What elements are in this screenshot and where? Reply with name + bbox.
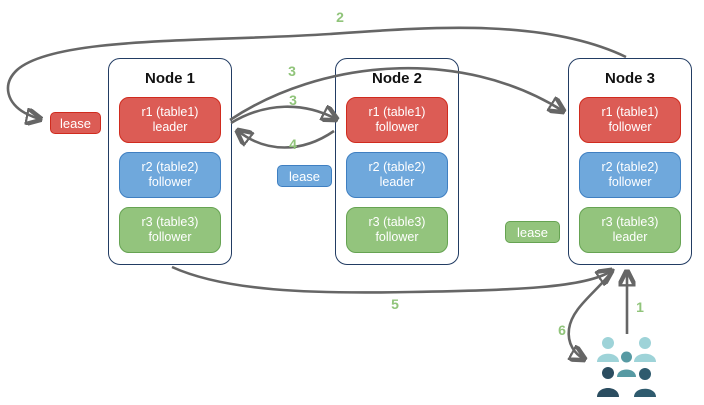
step-label-3b: 3 bbox=[289, 92, 297, 108]
replica-name: r2 (table2) bbox=[368, 160, 426, 174]
replica-role: follower bbox=[608, 175, 652, 189]
node-1-replica-r2: r2 (table2) follower bbox=[119, 152, 221, 198]
replica-name: r3 (table3) bbox=[601, 215, 659, 229]
step-label-4: 4 bbox=[289, 136, 297, 152]
replica-role: leader bbox=[612, 230, 648, 244]
replica-role: follower bbox=[375, 230, 419, 244]
replica-role: follower bbox=[375, 120, 419, 134]
replica-role: leader bbox=[379, 175, 415, 189]
step-label-2: 2 bbox=[336, 9, 344, 25]
arrow-step2-gateway-to-lease bbox=[6, 26, 627, 119]
node-2: Node 2 r1 (table1) follower r2 (table2) … bbox=[335, 58, 459, 265]
node-2-replica-r2: r2 (table2) leader bbox=[346, 152, 448, 198]
arrow-step3-leader-to-node2 bbox=[230, 107, 336, 125]
node-1: Node 1 r1 (table1) leader r2 (table2) fo… bbox=[108, 58, 232, 265]
replica-name: r3 (table3) bbox=[368, 215, 426, 229]
step-label-5: 5 bbox=[391, 296, 399, 312]
lease-badge-r1: lease bbox=[50, 112, 101, 134]
replica-name: r1 (table1) bbox=[141, 105, 199, 119]
node-2-replica-r3: r3 (table3) follower bbox=[346, 207, 448, 253]
node-1-title: Node 1 bbox=[144, 70, 195, 87]
replica-role: follower bbox=[148, 175, 192, 189]
lease-label: lease bbox=[516, 224, 549, 240]
replica-name: r1 (table1) bbox=[368, 105, 426, 119]
step-label-6: 6 bbox=[558, 322, 566, 338]
lease-label: lease bbox=[288, 168, 321, 184]
replica-name: r1 (table1) bbox=[601, 105, 659, 119]
replica-role: leader bbox=[152, 120, 188, 134]
node-2-title: Node 2 bbox=[371, 70, 422, 87]
replica-role: follower bbox=[148, 230, 192, 244]
arrow-step4-node2-to-leader bbox=[238, 131, 335, 149]
node-1-replica-r1: r1 (table1) leader bbox=[119, 97, 221, 143]
step-label-3a: 3 bbox=[288, 63, 296, 79]
replica-role: follower bbox=[608, 120, 652, 134]
step-label-1: 1 bbox=[636, 299, 644, 315]
lease-badge-r3: lease bbox=[505, 221, 560, 243]
replica-name: r2 (table2) bbox=[601, 160, 659, 174]
node-2-replica-r1: r1 (table1) follower bbox=[346, 97, 448, 143]
replica-name: r3 (table3) bbox=[141, 215, 199, 229]
node-3-replica-r2: r2 (table2) follower bbox=[579, 152, 681, 198]
node-3-replica-r1: r1 (table1) follower bbox=[579, 97, 681, 143]
node-3: Node 3 r1 (table1) follower r2 (table2) … bbox=[568, 58, 692, 265]
lease-label: lease bbox=[59, 115, 92, 131]
lease-badge-r2: lease bbox=[277, 165, 332, 187]
arrow-step5-leader-to-gateway bbox=[171, 265, 611, 294]
replica-name: r2 (table2) bbox=[141, 160, 199, 174]
node-3-title: Node 3 bbox=[604, 70, 655, 87]
node-3-replica-r3: r3 (table3) leader bbox=[579, 207, 681, 253]
node-1-replica-r3: r3 (table3) follower bbox=[119, 207, 221, 253]
users-group-icon bbox=[597, 337, 656, 397]
